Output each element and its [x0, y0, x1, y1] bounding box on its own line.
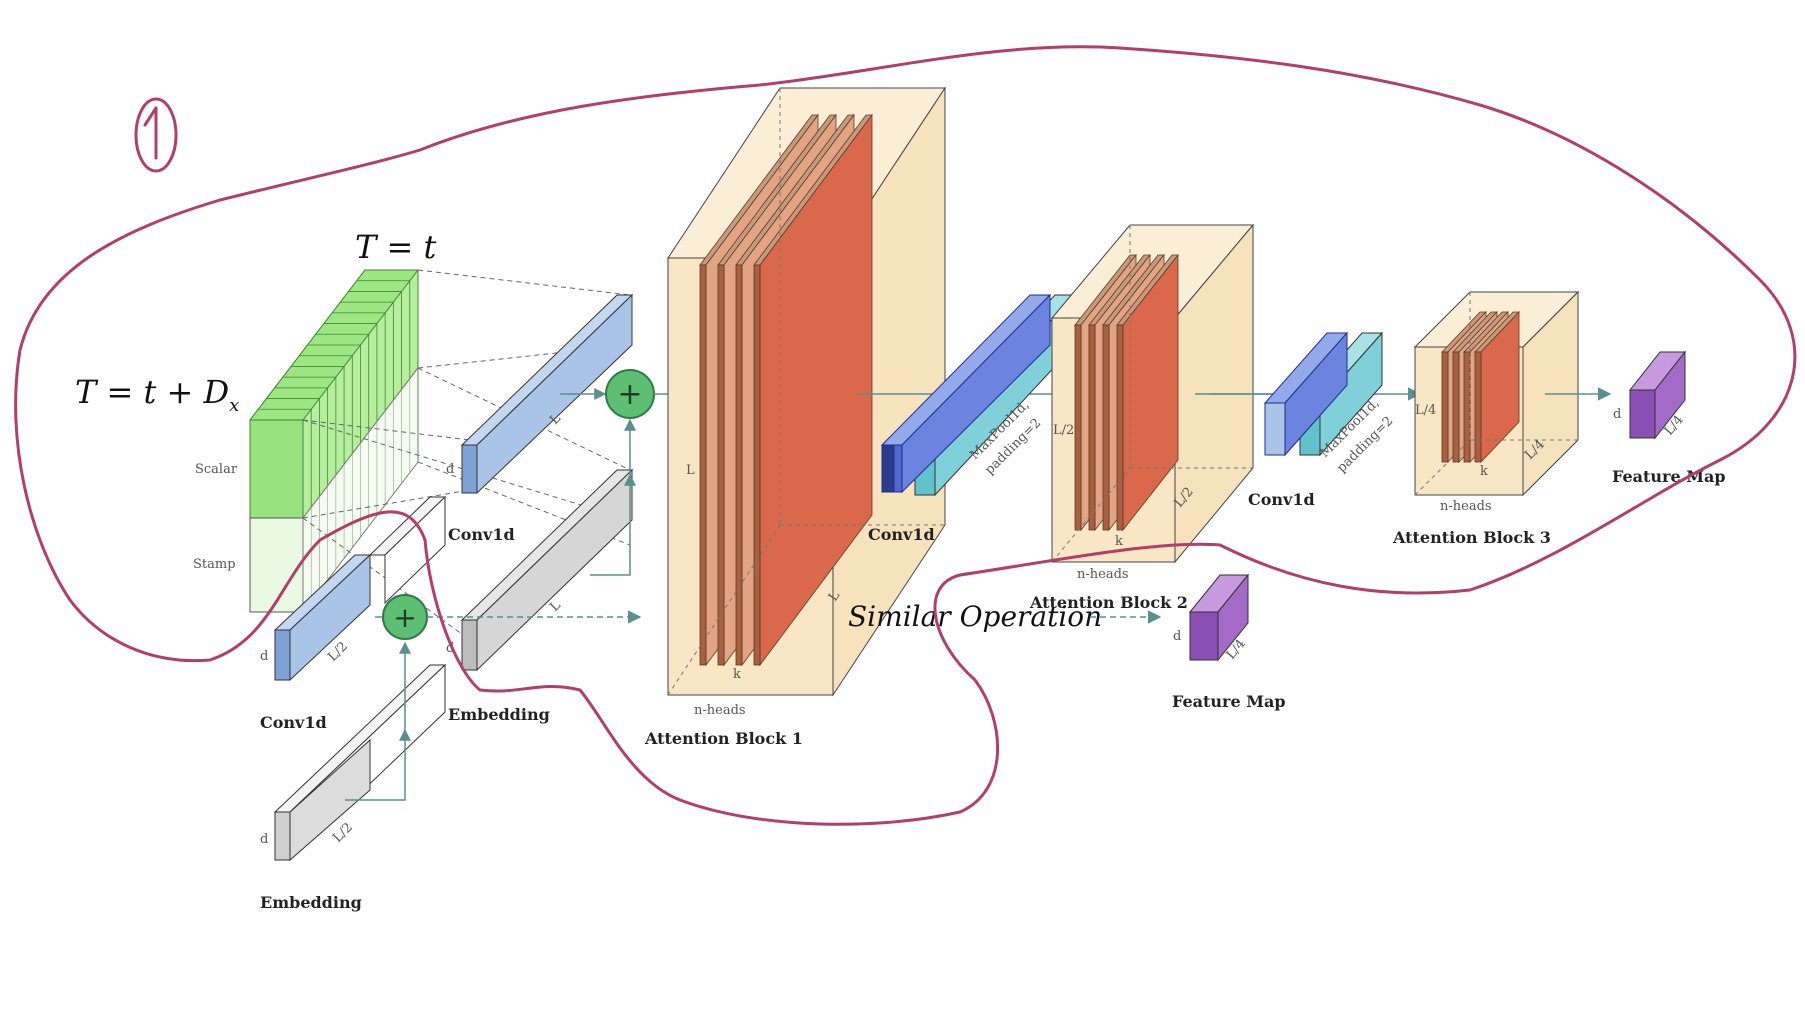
bottom-conv1d-label: Conv1d: [260, 713, 327, 732]
feature-map-bottom: [1188, 573, 1250, 662]
stamp-label: Stamp: [193, 557, 236, 572]
circled-number-ring: [134, 97, 178, 173]
attention-layer-edge: [1088, 324, 1096, 531]
attention-2-heads: n-heads: [1077, 567, 1129, 582]
bottom-embedding-dim-d: d: [260, 832, 268, 847]
bottom-conv1d-bar: [273, 553, 372, 682]
mid2-conv1d-label: Conv1d: [1248, 490, 1315, 509]
top-embedding-dim-L: L: [547, 598, 564, 615]
attention-1-L-label: L: [686, 463, 695, 478]
top-conv1d-dim-d: d: [446, 462, 454, 477]
feature-map-top-label: Feature Map: [1612, 467, 1726, 486]
attention-1-heads: n-heads: [694, 703, 746, 718]
attention-2-k-label: k: [1115, 534, 1123, 549]
attention-3-heads: n-heads: [1440, 499, 1492, 514]
attention-layer-edge: [717, 264, 725, 666]
similar-operation-label: Similar Operation: [848, 600, 1102, 633]
time-t-dx-label: T = t + Dx: [75, 373, 239, 416]
attention-layer-edge: [1441, 351, 1449, 463]
scalar-label: Scalar: [195, 462, 238, 477]
top-conv1d-label: Conv1d: [448, 525, 515, 544]
attention-1-title: Attention Block 1: [644, 729, 803, 748]
attention-layer-edge: [735, 264, 743, 666]
feature-map-bottom-label: Feature Map: [1172, 692, 1286, 711]
bottom-embedding-bar: [273, 663, 447, 862]
attention-3-L4-label: L/4: [1415, 403, 1436, 418]
attention-layer-edge: [1452, 351, 1460, 463]
handwritten-annotation: [14, 45, 1797, 826]
top-embedding-label: Embedding: [448, 705, 550, 724]
feature-map-bottom-d: d: [1173, 629, 1181, 644]
attention-block-1: [667, 86, 946, 697]
attention-layer-edge: [1463, 351, 1471, 463]
top-embedding-dim-d: d: [446, 641, 454, 656]
plus-icon: +: [393, 601, 416, 634]
attention-3-k-label: k: [1480, 464, 1488, 479]
mid1-conv1d-label: Conv1d: [868, 525, 935, 544]
attention-layer-edge: [699, 264, 707, 666]
feature-map-top: [1628, 350, 1687, 440]
top-add-node: +: [560, 369, 747, 576]
bottom-add-node: +: [345, 594, 642, 801]
attention-layer-edge: [753, 264, 761, 666]
plus-icon: +: [617, 377, 642, 412]
mid2-conv1d-bar: [1210, 331, 1422, 457]
input-sequence-block: [248, 269, 420, 614]
feature-map-top-d: d: [1613, 407, 1621, 422]
attention-layer-edge: [1474, 351, 1482, 463]
bottom-conv1d-dim-d: d: [260, 649, 268, 664]
top-embedding-bar: [460, 468, 634, 672]
selection-outline: [14, 45, 1797, 826]
attention-block-2: [1050, 223, 1275, 564]
attention-2-L2-label: L/2: [1053, 423, 1074, 438]
attention-block-3: [1413, 290, 1612, 497]
attention-1-k-label: k: [733, 667, 741, 682]
bottom-embedding-label: Embedding: [260, 893, 362, 912]
attention-2-title: Attention Block 2: [1029, 593, 1188, 612]
top-conv1d-bar: [460, 293, 634, 495]
time-t-label: T = t: [355, 228, 437, 266]
attention-layer-edge: [1102, 324, 1110, 531]
bottom-embedding-dim-L2: L/2: [330, 820, 356, 846]
attention-3-title: Attention Block 3: [1392, 528, 1551, 547]
attention-layer-edge: [1074, 324, 1082, 531]
attention-layer-edge: [1116, 324, 1124, 531]
